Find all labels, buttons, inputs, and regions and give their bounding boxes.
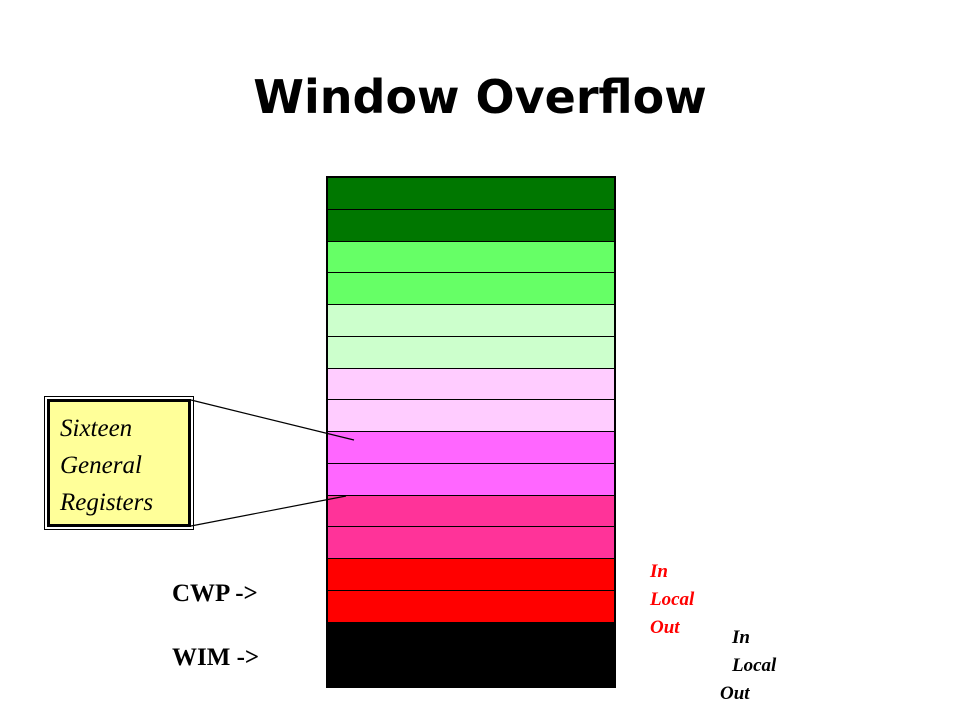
register-row xyxy=(328,368,614,401)
invalid-window-local: Local xyxy=(732,655,777,676)
callout-line-2: General xyxy=(60,452,142,479)
leader-line-lower xyxy=(190,495,347,527)
cwp-pointer-label: CWP -> xyxy=(172,580,258,607)
current-window-labels: In Local Out xyxy=(650,558,694,642)
invalid-window-in: In xyxy=(732,627,750,648)
slide-title: Window Overflow xyxy=(253,70,707,124)
register-row xyxy=(328,336,614,369)
register-row xyxy=(328,400,614,432)
register-row xyxy=(328,305,614,337)
register-row xyxy=(328,178,614,210)
register-row xyxy=(328,241,614,274)
callout-line-1: Sixteen xyxy=(60,415,133,442)
register-row xyxy=(328,559,614,591)
current-window-in: In xyxy=(650,561,668,582)
sixteen-general-registers-callout: Sixteen General Registers xyxy=(44,396,194,530)
invalid-window-labels: In Local Out xyxy=(720,624,776,708)
register-window-stack xyxy=(326,176,616,688)
current-window-out: Out xyxy=(650,617,680,638)
register-row xyxy=(328,622,614,655)
register-row xyxy=(328,463,614,496)
register-row xyxy=(328,209,614,242)
wim-pointer-label: WIM -> xyxy=(172,644,260,671)
invalid-window-out: Out xyxy=(720,683,750,704)
register-row xyxy=(328,527,614,559)
register-row xyxy=(328,432,614,464)
current-window-local: Local xyxy=(650,589,695,610)
register-row xyxy=(328,273,614,305)
register-row xyxy=(328,495,614,528)
register-row xyxy=(328,590,614,623)
callout-line-3: Registers xyxy=(60,489,154,516)
register-row xyxy=(328,654,614,686)
